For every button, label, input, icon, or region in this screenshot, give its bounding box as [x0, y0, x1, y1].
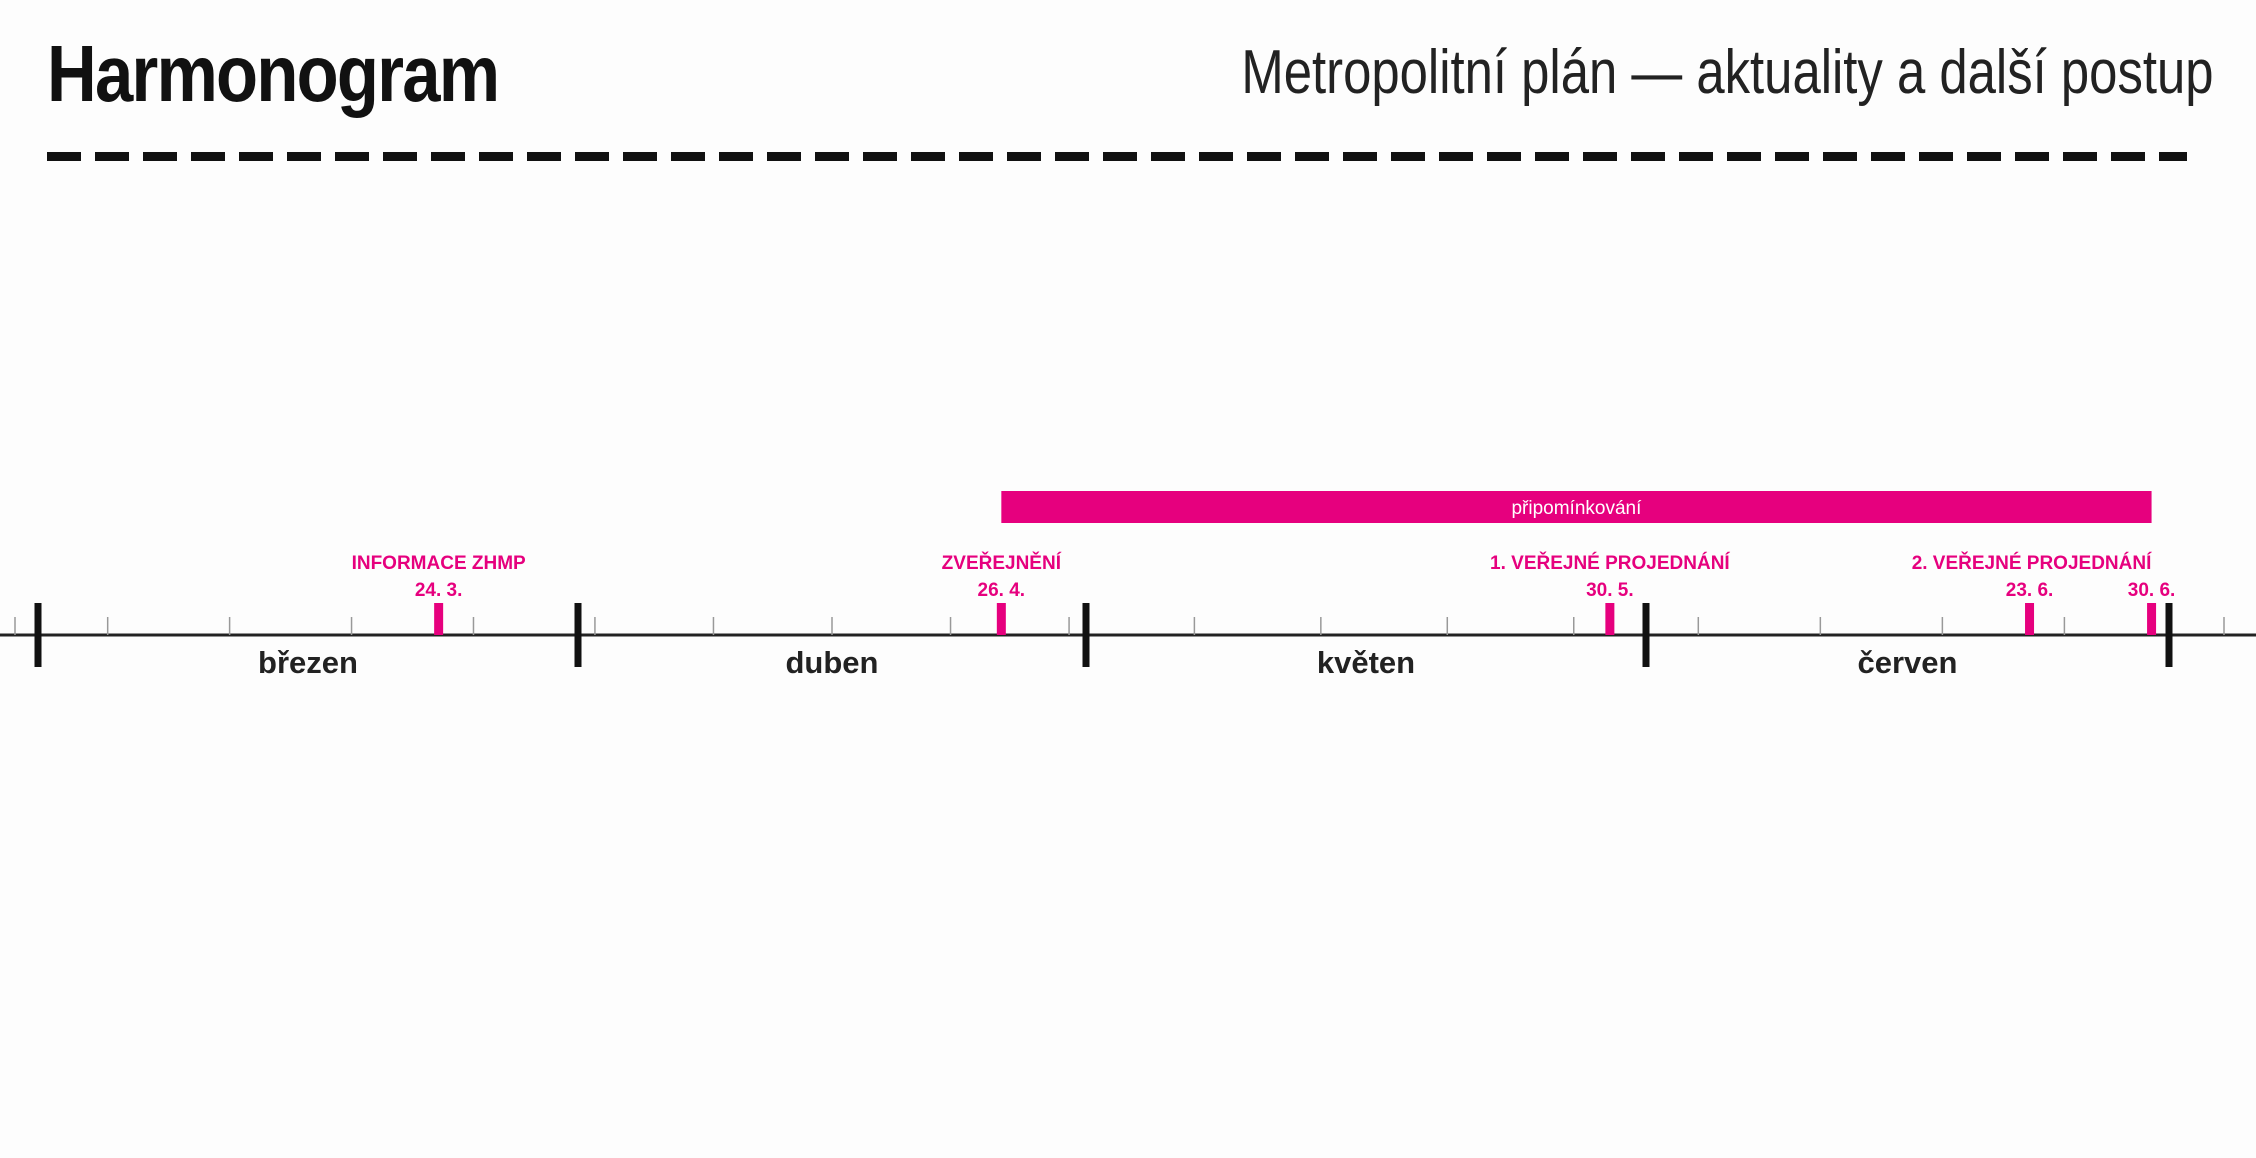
event-name: 1. VEŘEJNÉ PROJEDNÁNÍ: [1490, 552, 1730, 574]
period-label: připomínkování: [1511, 498, 1642, 519]
page-title: Harmonogram: [47, 29, 500, 118]
month-label: duben: [786, 645, 879, 680]
month-boundary: [2165, 603, 2173, 667]
event-date: 30. 6.: [2128, 580, 2176, 601]
event-marker: [2147, 603, 2157, 635]
page-subtitle: Metropolitní plán — aktuality a další po…: [1241, 38, 2214, 107]
event-marker: [2025, 603, 2035, 635]
event-date: 30. 5.: [1586, 580, 1634, 601]
event-name: 2. VEŘEJNÉ PROJEDNÁNÍ: [1912, 552, 2152, 574]
event-marker: [996, 603, 1006, 635]
event-date: 26. 4.: [978, 580, 1026, 601]
period-bar: [1001, 491, 2152, 523]
month-boundary: [574, 603, 582, 667]
month-boundary: [34, 603, 42, 667]
event-name: ZVEŘEJNĚNÍ: [942, 552, 1062, 574]
header-divider: [47, 152, 2187, 161]
event-date: 23. 6.: [2006, 580, 2054, 601]
month-boundary: [1642, 603, 1650, 667]
event-date: 24. 3.: [415, 580, 463, 601]
month-label: červen: [1858, 645, 1958, 680]
month-label: březen: [258, 645, 358, 680]
month-boundary: [1082, 603, 1090, 667]
event-name: INFORMACE ZHMP: [352, 553, 526, 574]
event-marker: [434, 603, 444, 635]
event-marker: [1605, 603, 1615, 635]
month-label: květen: [1317, 645, 1415, 680]
